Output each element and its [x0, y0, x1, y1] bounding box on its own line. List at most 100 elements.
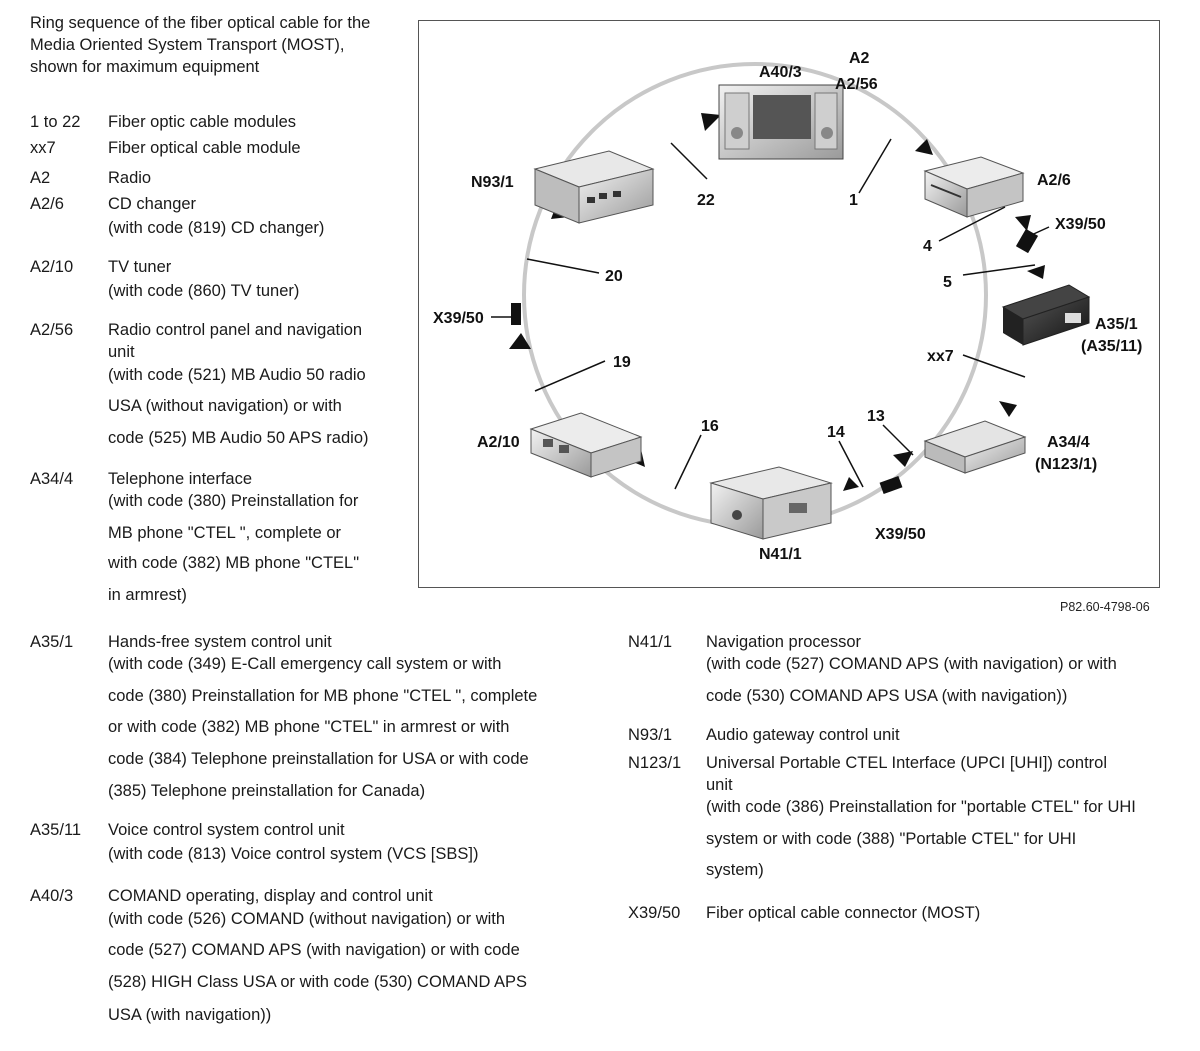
legend-description-line: (with code (349) E-Call emergency call s…: [108, 655, 502, 673]
legend-code: 1 to 22: [30, 113, 81, 131]
leader-line: [962, 264, 1036, 276]
legend-description-line: (with code (527) COMAND APS (with naviga…: [706, 655, 1117, 673]
legend-description-line: (with code (380) Preinstallation for: [108, 492, 359, 510]
a2-6-unit: [923, 156, 1025, 218]
a40-3-unit: [718, 84, 844, 160]
legend-description-line: unit: [706, 776, 733, 794]
label-num-16: 16: [701, 418, 719, 435]
legend-description-line: with code (382) MB phone "CTEL": [108, 554, 360, 572]
legend-description-line: (with code (526) COMAND (without navigat…: [108, 910, 506, 928]
arrow-icon: [843, 477, 859, 491]
label-a40-3: A40/3: [759, 64, 802, 81]
legend-description-line: CD changer: [108, 195, 197, 213]
legend-description-line: Navigation processor: [706, 633, 861, 651]
connector-x39-50-left: [511, 303, 521, 325]
legend-description-line: system): [706, 861, 764, 879]
legend-code: X39/50: [628, 904, 681, 922]
legend-description-line: system or with code (388) "Portable CTEL…: [706, 830, 1077, 848]
legend-description-line: Radio: [108, 169, 152, 187]
n93-1-unit: [533, 150, 655, 224]
arrow-icon: [893, 451, 913, 467]
figure-caption: P82.60-4798-06: [1060, 600, 1150, 614]
legend-description-line: USA (with navigation)): [108, 1006, 272, 1024]
legend-description-line: Fiber optical cable connector (MOST): [706, 904, 981, 922]
arrow-icon: [915, 139, 933, 155]
legend-description-line: (with code (386) Preinstallation for "po…: [706, 798, 1136, 816]
label-x39-50-right: X39/50: [1055, 216, 1106, 233]
legend-description-line: USA (without navigation) or with: [108, 397, 342, 415]
arrow-icon: [509, 333, 531, 349]
legend-code: A34/4: [30, 470, 74, 488]
label-n123-1: (N123/1): [1035, 456, 1097, 473]
legend-description-line: Universal Portable CTEL Interface (UPCI …: [706, 754, 1108, 772]
label-num-4: 4: [923, 238, 932, 255]
legend-description-line: code (530) COMAND APS USA (with navigati…: [706, 687, 1068, 705]
legend-description-line: (528) HIGH Class USA or with code (530) …: [108, 973, 528, 991]
legend-description-line: COMAND operating, display and control un…: [108, 887, 433, 905]
arrow-icon: [701, 113, 721, 131]
legend-description-line: code (380) Preinstallation for MB phone …: [108, 687, 538, 705]
legend-description-line: Fiber optic cable modules: [108, 113, 297, 131]
leader-line: [670, 142, 708, 180]
label-a2-6: A2/6: [1037, 172, 1071, 189]
connector-x39-50-bottom: [879, 475, 903, 495]
label-x39-50-bottom: X39/50: [875, 526, 926, 543]
label-num-22: 22: [697, 192, 715, 209]
legend-code: A2/56: [30, 321, 74, 339]
a35-1-unit: [1001, 284, 1091, 346]
legend-description-line: (with code (860) TV tuner): [108, 282, 300, 300]
legend-code: N93/1: [628, 726, 673, 744]
leader-line: [1026, 226, 1050, 238]
legend-description-line: code (527) COMAND APS (with navigation) …: [108, 941, 520, 959]
legend-code: A35/1: [30, 633, 74, 651]
label-x39-50-left: X39/50: [433, 310, 484, 327]
a34-4-unit: [923, 420, 1027, 474]
legend-description-line: in armrest): [108, 586, 187, 604]
legend-code: A40/3: [30, 887, 74, 905]
legend-description-line: or with code (382) MB phone "CTEL" in ar…: [108, 718, 510, 736]
legend-description-line: Hands-free system control unit: [108, 633, 332, 651]
diagram-svg: A40/3 A2 A2/56 A2/6 X39/50 A35/1 (A35/11…: [433, 50, 1142, 563]
label-a2-10: A2/10: [477, 434, 520, 451]
legend-code: A2/10: [30, 258, 74, 276]
legend-code: A2: [30, 169, 51, 187]
legend-description-line: unit: [108, 343, 135, 361]
label-a2-56: A2/56: [835, 76, 878, 93]
label-n41-1: N41/1: [759, 546, 802, 563]
arrow-icon: [1027, 265, 1045, 279]
label-num-14: 14: [827, 424, 845, 441]
legend-description-line: (385) Telephone preinstallation for Cana…: [108, 782, 426, 800]
legend-description-line: MB phone "CTEL ", complete or: [108, 524, 342, 542]
leader-line: [674, 434, 702, 490]
legend-description-line: Voice control system control unit: [108, 821, 345, 839]
arrow-icon: [1015, 215, 1031, 231]
legend-code: A35/11: [30, 821, 82, 839]
legend-code: A2/6: [30, 195, 64, 213]
label-num-1: 1: [849, 192, 858, 209]
legend-description-line: (with code (521) MB Audio 50 radio: [108, 366, 366, 384]
label-num-5: 5: [943, 274, 952, 291]
leader-lines: [491, 138, 1050, 490]
label-a35-11: (A35/11): [1081, 338, 1142, 355]
arrow-icon: [999, 401, 1017, 417]
leader-line: [534, 360, 606, 392]
leader-line: [858, 138, 892, 194]
legend-description-line: Fiber optical cable module: [108, 139, 301, 157]
leader-line: [882, 424, 914, 456]
label-n93-1: N93/1: [471, 174, 514, 191]
leader-line: [938, 206, 1006, 242]
label-a2: A2: [849, 50, 870, 67]
n41-1-unit: [709, 466, 833, 540]
label-num-13: 13: [867, 408, 885, 425]
label-a34-4: A34/4: [1047, 434, 1090, 451]
legend-description-line: Radio control panel and navigation: [108, 321, 363, 339]
leader-line: [526, 258, 600, 274]
a2-10-unit: [529, 412, 643, 478]
legend-description-line: Audio gateway control unit: [706, 726, 900, 744]
legend-description-line: (with code (819) CD changer): [108, 219, 325, 237]
legend-description-line: Telephone interface: [108, 470, 253, 488]
label-a35-1: A35/1: [1095, 316, 1138, 333]
legend-description-line: code (384) Telephone preinstallation for…: [108, 750, 529, 768]
leader-line: [962, 354, 1026, 378]
legend-code: N123/1: [628, 754, 682, 772]
